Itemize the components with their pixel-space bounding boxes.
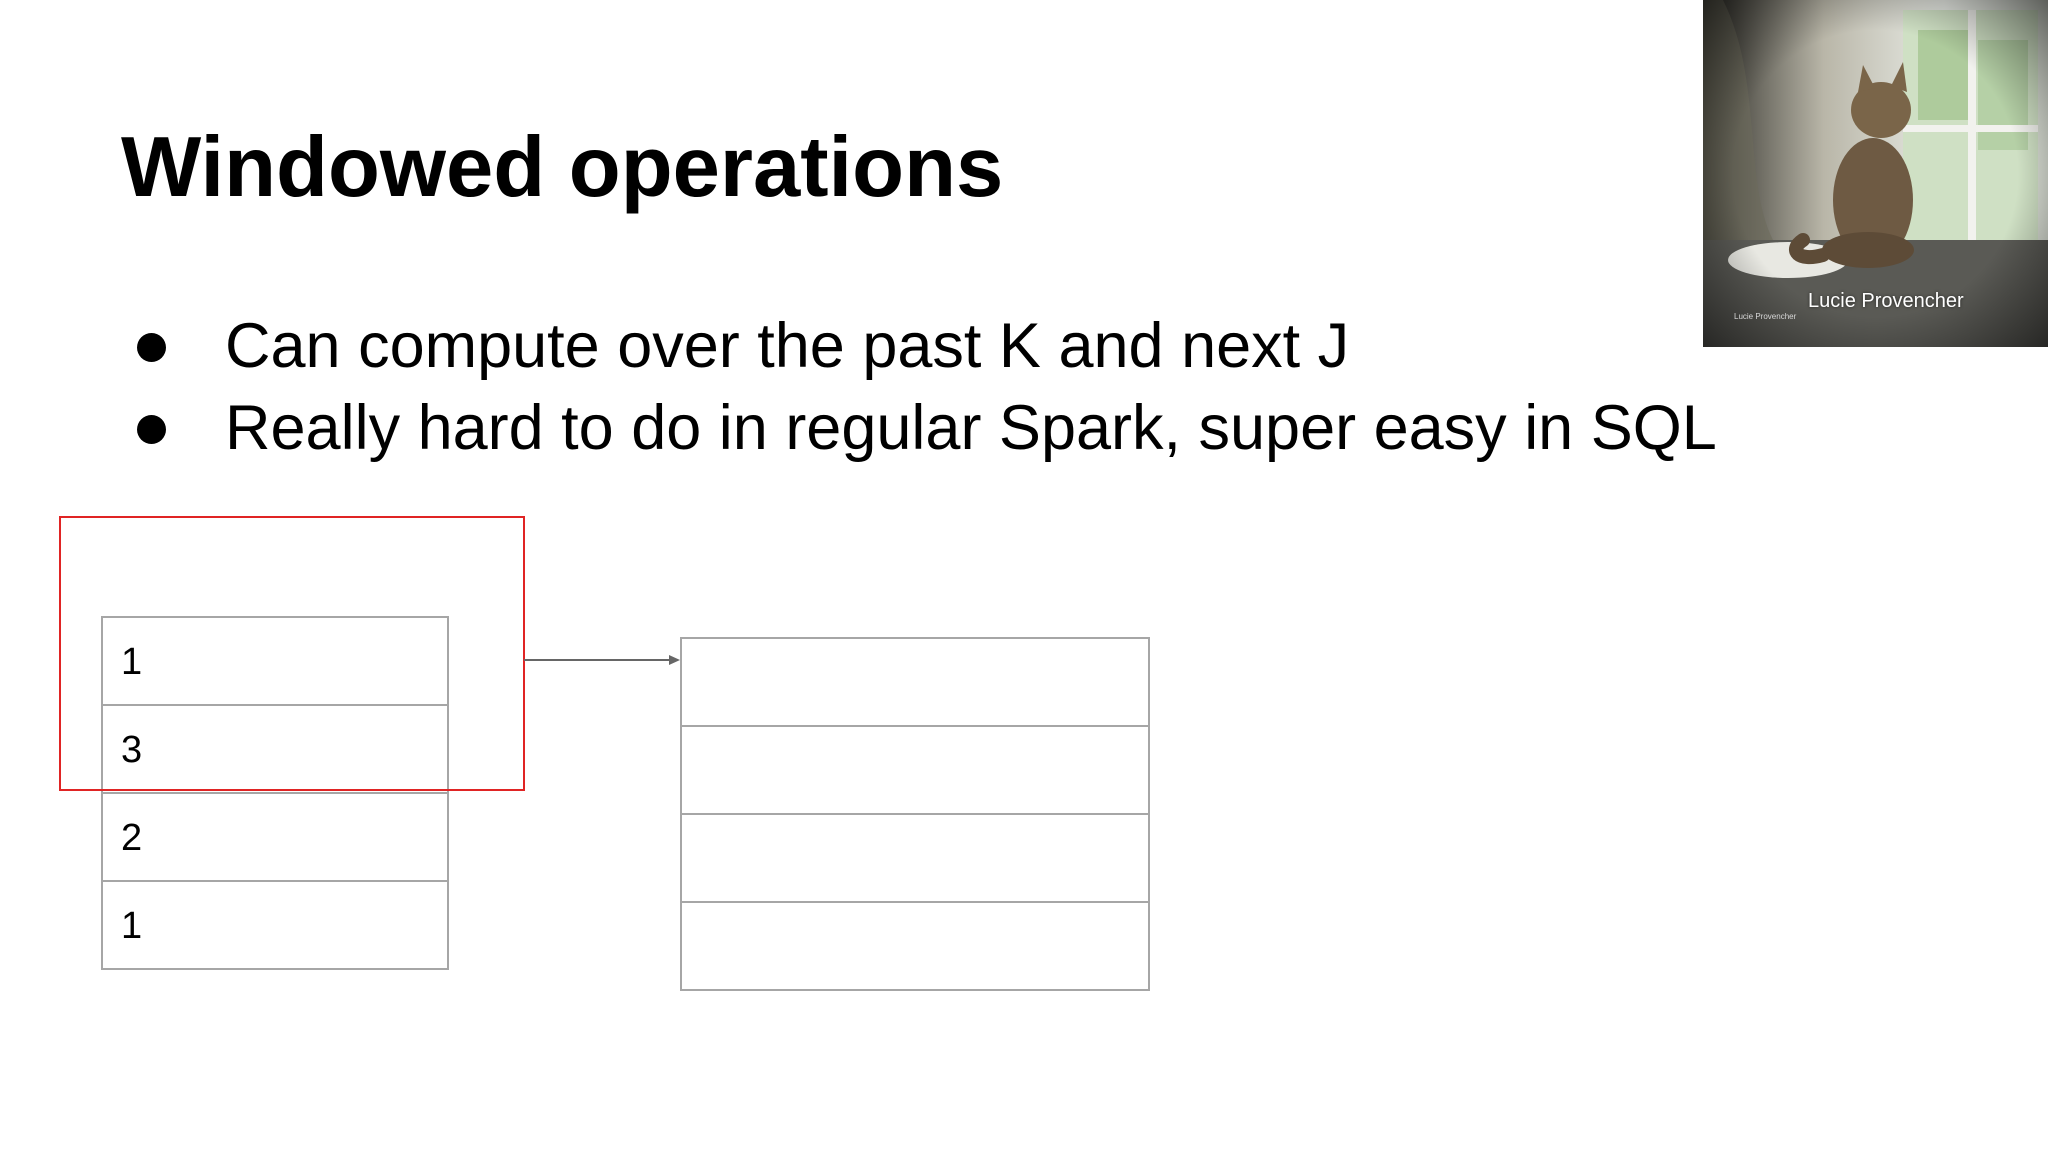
- bullet-text: Can compute over the past K and next J: [225, 311, 1350, 381]
- output-cell: [682, 639, 1148, 727]
- input-cell: 1: [103, 618, 447, 706]
- input-cell: 2: [103, 794, 447, 882]
- output-cell: [682, 815, 1148, 903]
- output-cell: [682, 727, 1148, 815]
- bullet-text: Really hard to do in regular Spark, supe…: [225, 393, 1717, 463]
- input-table: 1 3 2 1: [101, 616, 449, 970]
- output-table: [680, 637, 1150, 991]
- webcam-background: [1703, 0, 2048, 347]
- window-frame: [59, 516, 525, 791]
- bullet-dot-icon: [137, 333, 166, 362]
- arrow-right-icon: [524, 655, 680, 665]
- bullet-dot-icon: [137, 415, 166, 444]
- input-cell: 1: [121, 905, 143, 947]
- webcam-feed: Lucie Provencher Lucie Provencher: [1703, 0, 2048, 347]
- output-cell: [682, 903, 1148, 991]
- slide-title: Windowed operations: [121, 120, 1004, 215]
- watermark-text: Lucie Provencher: [1734, 312, 1797, 321]
- input-cell: 3: [103, 706, 447, 794]
- participant-name: Lucie Provencher: [1808, 290, 1964, 312]
